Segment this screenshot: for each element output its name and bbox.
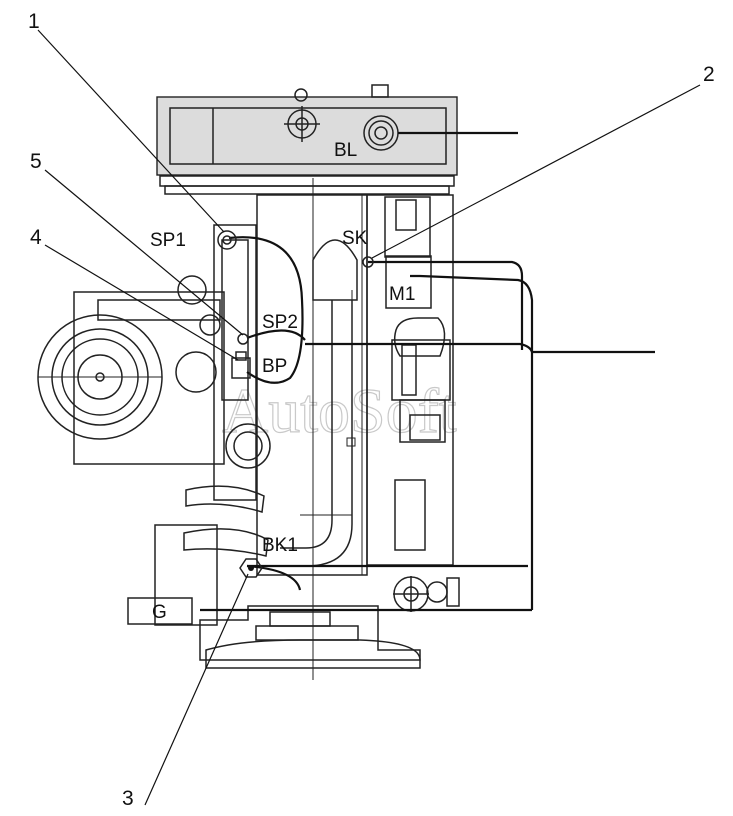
bk1-sensor <box>239 558 263 578</box>
callout-1: 1 <box>28 10 40 33</box>
m1-module <box>384 196 451 551</box>
label-bk1: BK1 <box>262 535 298 556</box>
label-bp: BP <box>262 356 287 377</box>
label-sp2: SP2 <box>262 312 298 333</box>
bl-bulb <box>363 115 518 151</box>
label-sp1: SP1 <box>150 230 186 251</box>
sp1-sensor <box>217 230 237 250</box>
engine-base <box>127 524 421 669</box>
right-bolt <box>393 576 460 612</box>
leader-lines <box>37 29 701 806</box>
gear-knob <box>284 106 320 142</box>
label-sk: SK <box>342 228 368 249</box>
callout-4: 4 <box>30 226 42 249</box>
left-pulley <box>37 275 225 465</box>
label-m1: M1 <box>389 284 415 305</box>
top-housing <box>156 84 458 195</box>
label-bl: BL <box>334 140 357 161</box>
callout-5: 5 <box>30 150 42 173</box>
sp2-sensor <box>237 333 249 345</box>
sk-sensor <box>362 256 374 268</box>
callout-2: 2 <box>703 63 715 86</box>
wiring-harness <box>200 236 655 612</box>
bp-sensor <box>231 351 251 379</box>
label-g: G <box>152 602 167 623</box>
watermark: AutoSoft <box>222 375 457 446</box>
callout-3: 3 <box>122 787 134 810</box>
